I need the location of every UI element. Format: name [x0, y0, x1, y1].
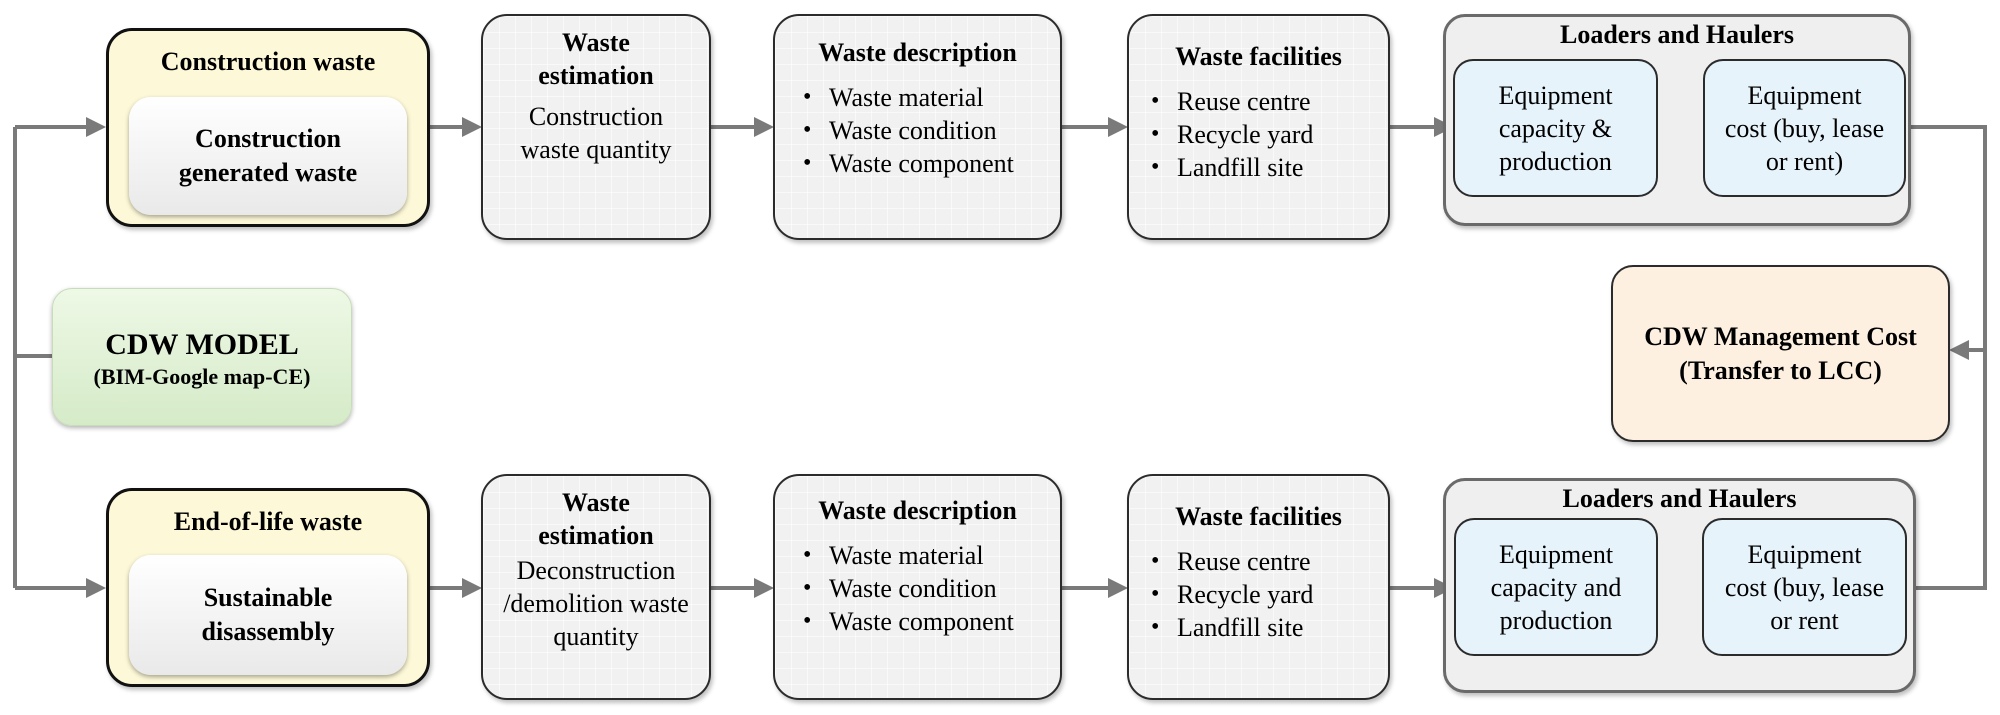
list-item: Waste material [803, 539, 1060, 572]
cdw-model-title: CDW MODEL [105, 328, 299, 361]
list-item: Landfill site [1151, 611, 1388, 644]
bottom-equipment-cost-box: Equipment cost (buy, lease or rent [1702, 518, 1907, 656]
end-of-life-waste-title: End-of-life waste [173, 507, 363, 536]
top-waste-estimation-title: Waste estimation [538, 28, 654, 90]
list-item: Waste condition [803, 114, 1060, 147]
bottom-loaders-haulers-title: Loaders and Haulers [1562, 484, 1797, 513]
construction-waste-title: Construction waste [160, 47, 376, 76]
list-item: Waste component [803, 605, 1060, 638]
top-waste-description-box: Waste description Waste material Waste c… [773, 14, 1062, 240]
list-item: Waste material [803, 81, 1060, 114]
construction-generated-waste-box: Construction generated waste [129, 97, 407, 215]
top-waste-facilities-box: Waste facilities Reuse centre Recycle ya… [1127, 14, 1390, 240]
top-waste-facilities-list: Reuse centre Recycle yard Landfill site [1129, 85, 1388, 184]
bottom-waste-facilities-title: Waste facilities [1175, 502, 1342, 531]
top-waste-facilities-title: Waste facilities [1175, 42, 1342, 71]
cdw-model-box: CDW MODEL (BIM-Google map-CE) [52, 288, 352, 426]
list-item: Reuse centre [1151, 85, 1388, 118]
model-to-rows-connector [13, 127, 52, 588]
bottom-loaders-haulers-group: Loaders and Haulers Equipment capacity a… [1443, 478, 1916, 693]
top-waste-description-title: Waste description [818, 38, 1017, 67]
cdw-management-cost-subtitle: (Transfer to LCC) [1679, 355, 1882, 385]
construction-generated-waste-label: Construction generated waste [178, 124, 358, 187]
end-of-life-waste-box: End-of-life waste Sustainable disassembl… [106, 488, 430, 687]
cdw-management-cost-title: CDW Management Cost [1644, 321, 1917, 351]
bottom-waste-facilities-box: Waste facilities Reuse centre Recycle ya… [1127, 474, 1390, 700]
list-item: Recycle yard [1151, 578, 1388, 611]
top-waste-estimation-box: Waste estimation Construction waste quan… [481, 14, 711, 240]
top-loaders-haulers-title: Loaders and Haulers [1559, 20, 1795, 49]
list-item: Landfill site [1151, 151, 1388, 184]
cdw-model-subtitle: (BIM-Google map-CE) [93, 364, 311, 389]
bottom-waste-description-box: Waste description Waste material Waste c… [773, 474, 1062, 700]
loaders-to-cost-connector [1905, 125, 1987, 590]
top-equipment-cost-box: Equipment cost (buy, lease or rent) [1703, 59, 1906, 197]
top-equipment-capacity-label: Equipment capacity & production [1498, 80, 1613, 176]
list-item: Waste condition [803, 572, 1060, 605]
sustainable-disassembly-label: Sustainable disassembly [201, 583, 335, 646]
bottom-equipment-capacity-label: Equipment capacity and production [1490, 539, 1622, 635]
list-item: Recycle yard [1151, 118, 1388, 151]
sustainable-disassembly-box: Sustainable disassembly [129, 555, 407, 675]
top-loaders-haulers-group: Loaders and Haulers Equipment capacity &… [1443, 14, 1911, 226]
top-waste-estimation-text: Construction waste quantity [520, 102, 672, 164]
bottom-waste-estimation-text: Deconstruction /demolition waste quantit… [503, 556, 689, 651]
top-equipment-cost-label: Equipment cost (buy, lease or rent) [1724, 80, 1885, 176]
cdw-management-cost-box: CDW Management Cost (Transfer to LCC) [1611, 265, 1950, 442]
bottom-waste-facilities-list: Reuse centre Recycle yard Landfill site [1129, 545, 1388, 644]
bottom-waste-description-title: Waste description [818, 496, 1017, 525]
list-item: Waste component [803, 147, 1060, 180]
list-item: Reuse centre [1151, 545, 1388, 578]
top-waste-description-list: Waste material Waste condition Waste com… [775, 81, 1060, 180]
bottom-waste-estimation-title: Waste estimation [538, 488, 654, 550]
bottom-equipment-capacity-box: Equipment capacity and production [1454, 518, 1658, 656]
bottom-waste-estimation-box: Waste estimation Deconstruction /demolit… [481, 474, 711, 700]
top-equipment-capacity-box: Equipment capacity & production [1453, 59, 1658, 197]
bottom-waste-description-list: Waste material Waste condition Waste com… [775, 539, 1060, 638]
bottom-equipment-cost-label: Equipment cost (buy, lease or rent [1724, 539, 1885, 635]
construction-waste-box: Construction waste Construction generate… [106, 28, 430, 227]
